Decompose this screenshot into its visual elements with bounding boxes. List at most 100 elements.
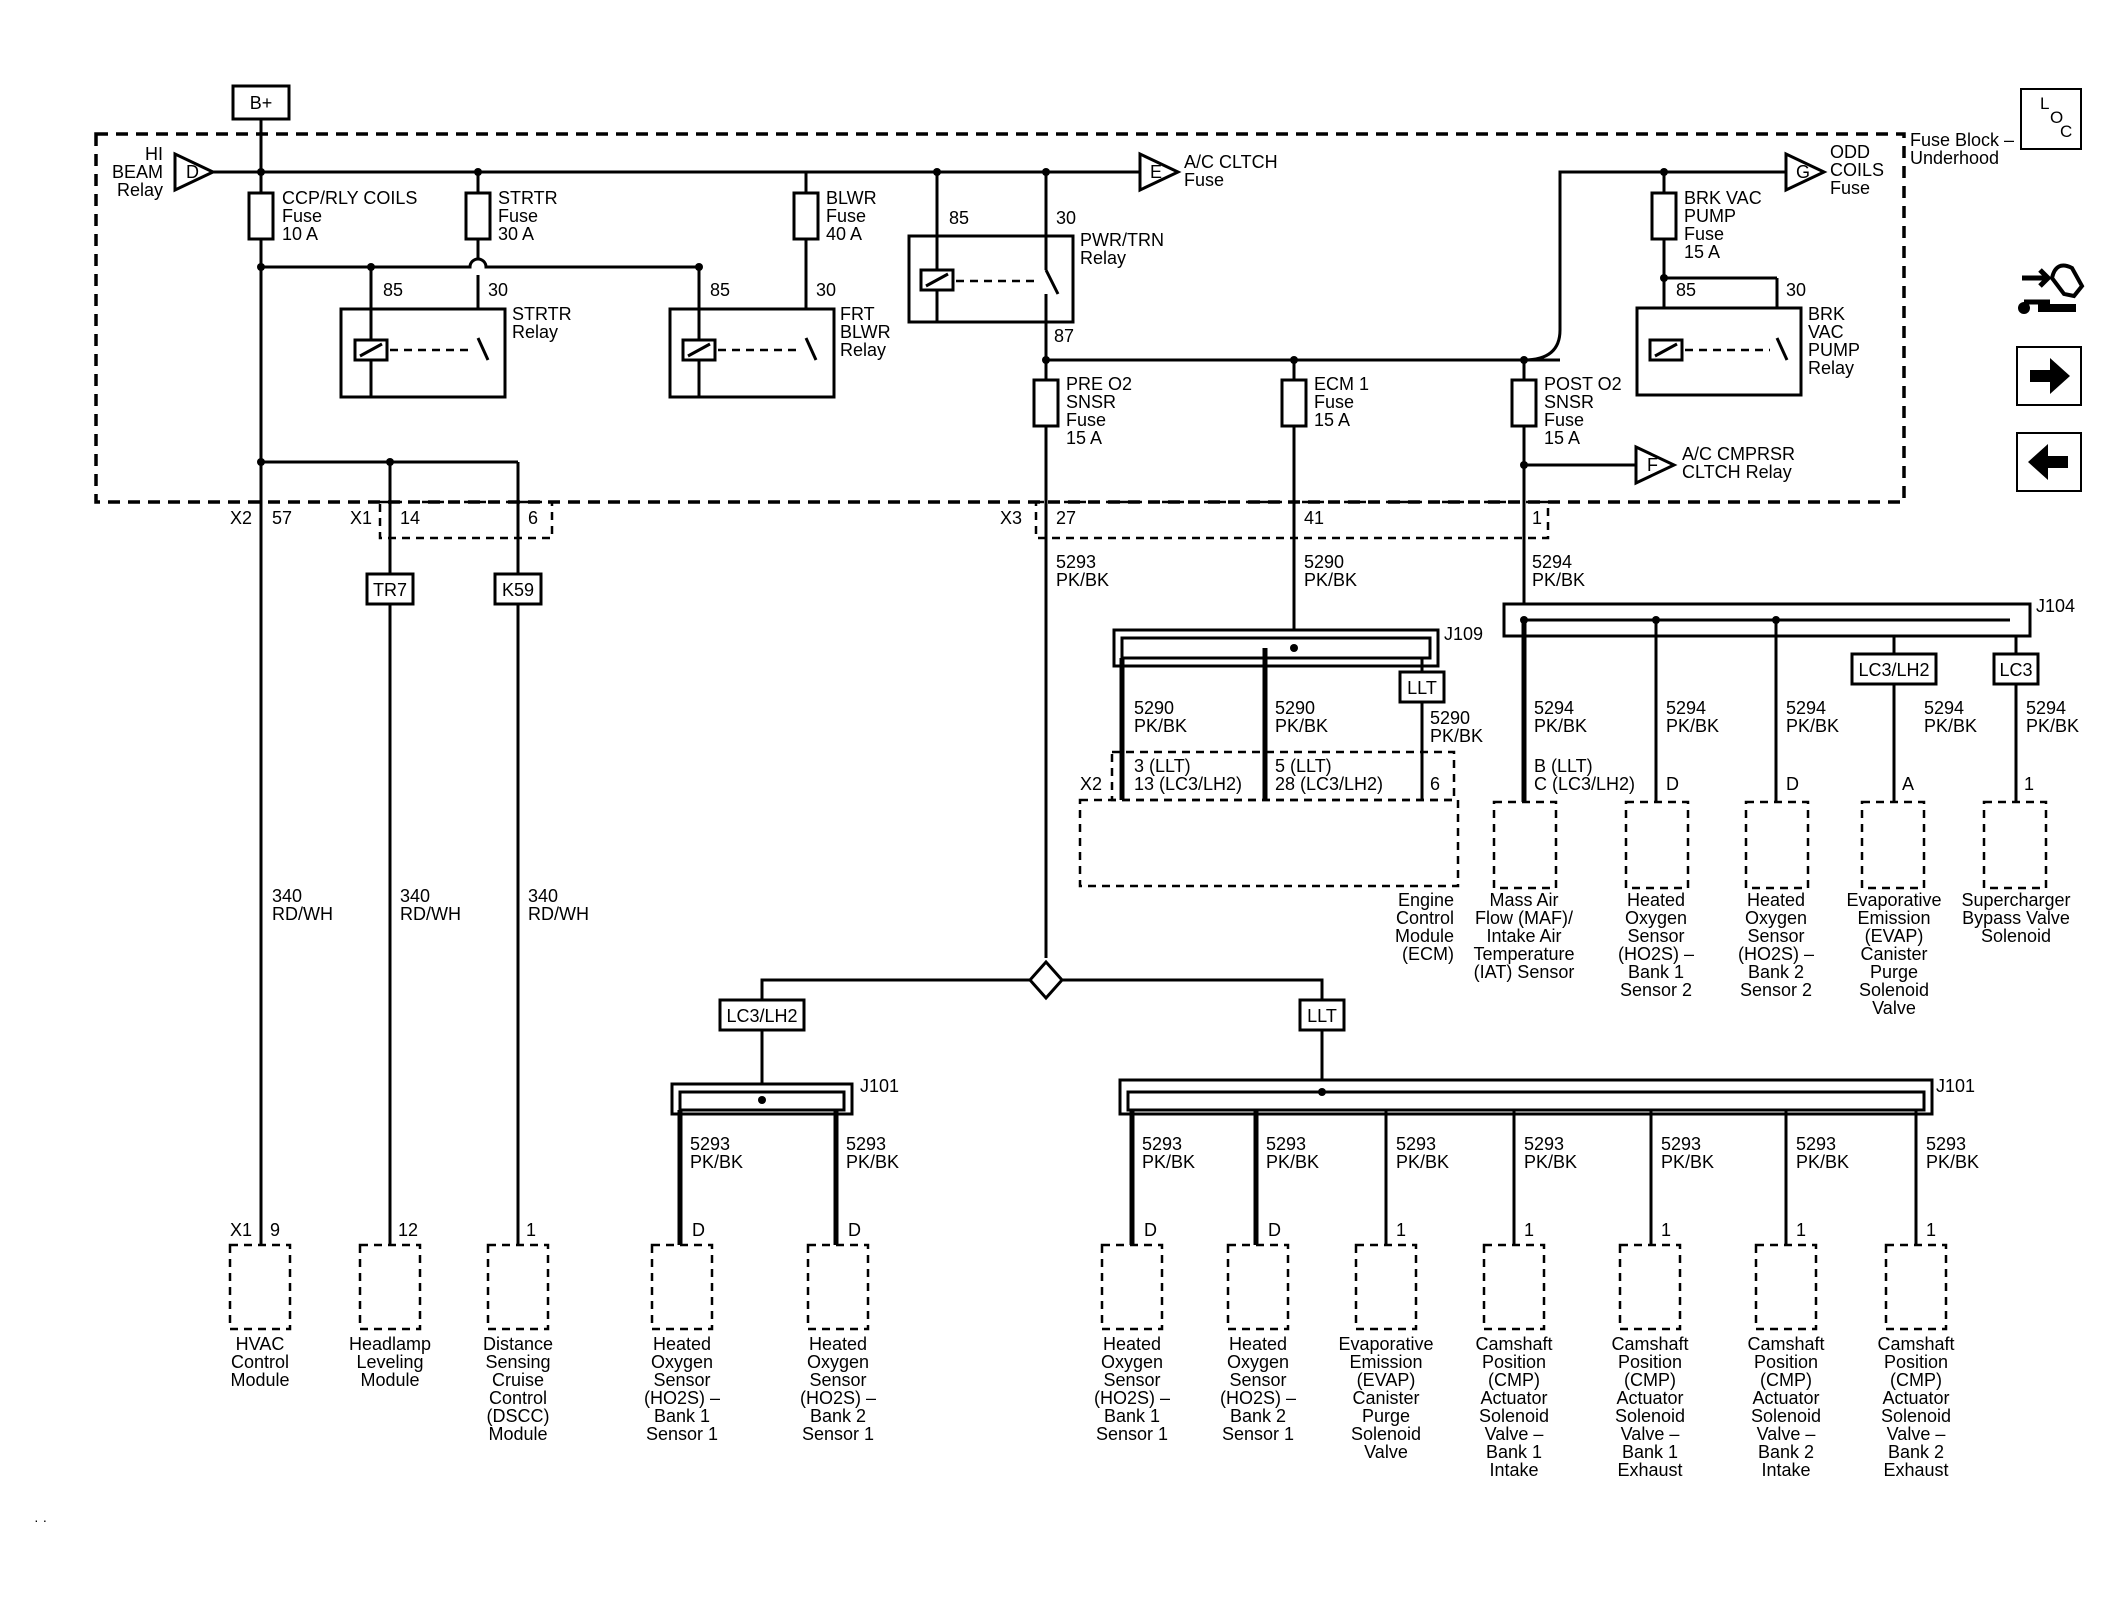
llt-label-j101: LLT [1307,1006,1337,1026]
cmp-b1-int-component [1482,1243,1546,1331]
j101-right-label: J101 [1936,1076,1975,1096]
x3-pin-27: 27 [1056,508,1076,528]
ref-g-letter: G [1796,162,1810,182]
splice-diamond [1027,959,1065,1001]
pin-30-pwr: 30 [1056,208,1076,228]
ecm1-fuse [1280,378,1308,428]
x1-bottom-label: X1 [230,1220,252,1240]
lc3lh2-option-box-j104 [1850,652,1938,686]
previous-page-arrow-icon [2028,444,2068,480]
lc3-label: LC3 [1999,660,2032,680]
loc-button[interactable]: L O C [2020,88,2082,150]
ref-e-letter: E [1150,162,1162,182]
battery-label: B+ [250,93,273,113]
loc-letter-c: C [2060,122,2073,141]
cmp-pin-1: 1 [1524,1220,1534,1240]
supercharger-pin: 1 [2024,774,2034,794]
x3-pin-1: 1 [1532,508,1542,528]
next-page-arrow-icon [2030,358,2070,394]
ref-f-letter: F [1647,455,1658,475]
cmp-b2-int-component [1754,1243,1818,1331]
fuse-block-label: Fuse Block –Underhood [1910,130,2014,168]
post-o2-fuse [1510,378,1538,428]
maf-component [1492,800,1558,890]
maf-pin: B (LLT)C (LC3/LH2) [1534,756,1635,794]
x3-connector-outline [1034,500,1550,540]
headlamp-pin: 12 [398,1220,418,1240]
x3-pin-41: 41 [1304,508,1324,528]
ho2s-b1s1-b-pin: D [1144,1220,1157,1240]
x1-pin-14: 14 [400,508,420,528]
next-page-button[interactable] [2016,346,2082,406]
brk-vac-fuse [1650,191,1678,241]
ho2s-b2s1-b-component [1226,1243,1290,1331]
llt-label-j109: LLT [1407,678,1437,698]
tr7-label: TR7 [373,580,407,600]
pin-85-strtr: 85 [383,280,403,300]
loc-letter-o: O [2050,108,2064,127]
k59-label: K59 [502,580,534,600]
x1-label: X1 [350,508,372,528]
blwr-fuse [792,191,820,241]
x3-label: X3 [1000,508,1022,528]
ho2s-b2s2-pin: D [1786,774,1799,794]
previous-page-button[interactable] [2016,432,2082,492]
hvac-pin: 9 [270,1220,280,1240]
ho2s-b2s2-component [1744,800,1810,890]
supercharger-component [1982,800,2048,890]
ref-g-flag [1784,151,1828,193]
dscc-component [486,1243,550,1331]
j101-left-label: J101 [860,1076,899,1096]
fuse-block-outline [94,132,1906,504]
evap-bottom-component [1354,1243,1418,1331]
ccp-fuse [247,191,275,241]
x2-label: X2 [230,508,252,528]
ho2s-b2s1-a-pin: D [848,1220,861,1240]
x1-connector-outline [378,500,554,540]
component-view-icon[interactable] [2016,256,2086,326]
ref-d-flag [173,151,217,193]
cmp-pin-4: 1 [1926,1220,1936,1240]
x1-pin-6: 6 [528,508,538,528]
